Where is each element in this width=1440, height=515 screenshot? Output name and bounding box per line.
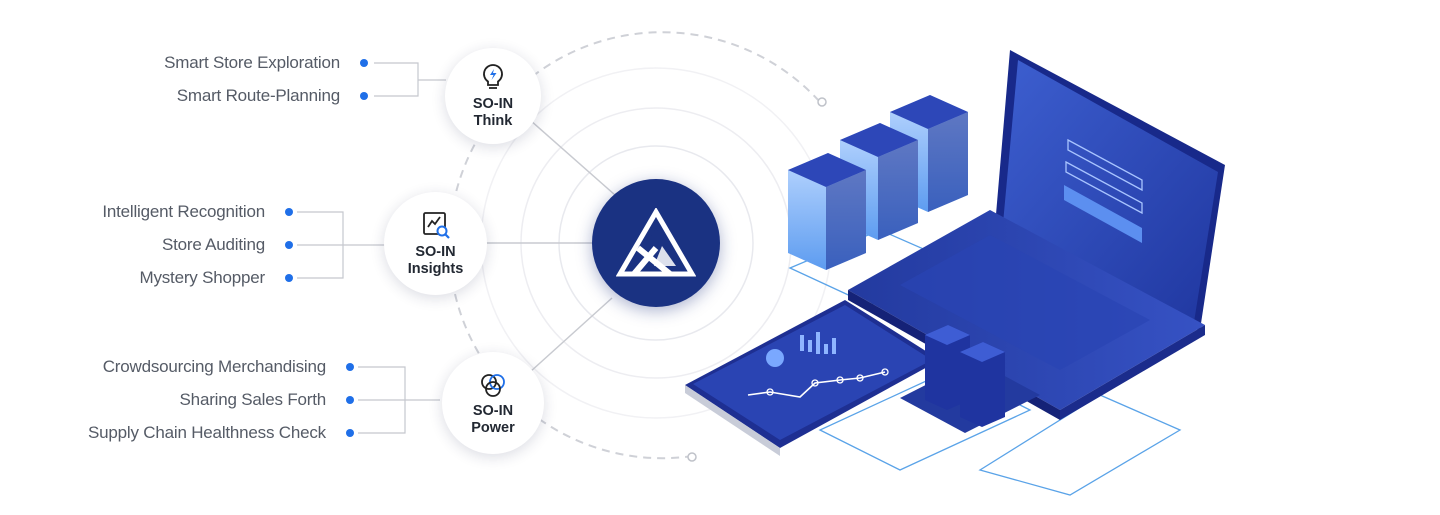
node-so-in-think: SO-IN Think <box>445 48 541 144</box>
feature-sharing-sales-forth: Sharing Sales Forth <box>179 390 327 409</box>
bullet-dot <box>285 241 293 249</box>
feature-intelligent-recognition: Intelligent Recognition <box>102 202 265 221</box>
bullet-dot <box>360 59 368 67</box>
node-title-line1: SO-IN <box>415 243 456 260</box>
node-title-line2: Think <box>473 113 513 129</box>
hub-logo <box>592 179 720 307</box>
sx-logo-icon <box>616 208 696 277</box>
feature-supply-chain-healthness-check: Supply Chain Healthness Check <box>87 423 326 442</box>
feature-mystery-shopper: Mystery Shopper <box>139 268 266 287</box>
bullet-dot <box>285 274 293 282</box>
bullet-dot <box>346 429 354 437</box>
bullet-dot <box>346 396 354 404</box>
lightbulb-bolt-icon <box>483 64 503 89</box>
node-title-line1: SO-IN <box>472 96 514 112</box>
chart-search-icon <box>422 211 450 239</box>
node-title-line1: SO-IN <box>472 403 514 419</box>
feature-store-auditing: Store Auditing <box>161 235 265 254</box>
bullet-dot <box>346 363 354 371</box>
feature-crowdsourcing-merchandising: Crowdsourcing Merchandising <box>102 357 326 376</box>
bullet-dot <box>285 208 293 216</box>
node-so-in-insights: SO-IN Insights <box>384 192 487 295</box>
node-title-line2: Insights <box>407 260 464 277</box>
bullet-dot <box>360 92 368 100</box>
feature-smart-store-exploration: Smart Store Exploration <box>164 53 340 72</box>
interlinked-rings-icon <box>481 374 505 397</box>
feature-smart-route-planning: Smart Route-Planning <box>176 86 340 105</box>
node-so-in-power: SO-IN Power <box>442 352 544 454</box>
node-title-line2: Power <box>471 420 515 436</box>
